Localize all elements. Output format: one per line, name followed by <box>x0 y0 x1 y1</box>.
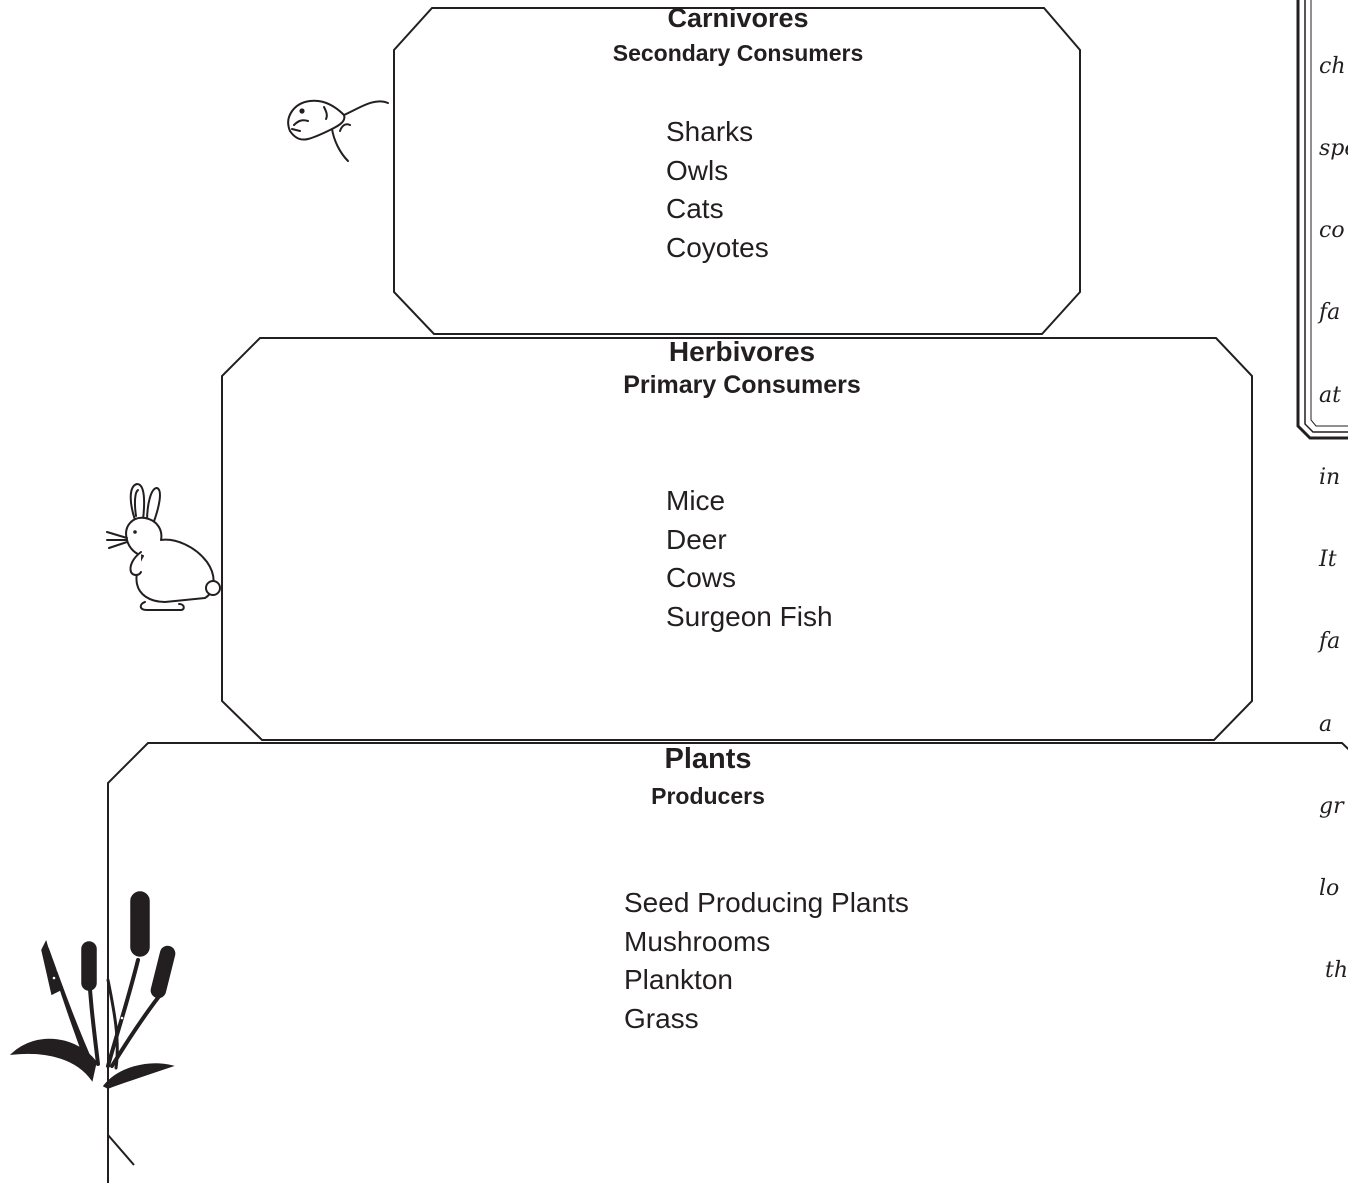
carnivores-subtitle: Secondary Consumers <box>612 40 864 66</box>
herbivores-list: Mice Deer Cows Surgeon Fish <box>666 482 833 636</box>
plants-panel-frame <box>107 742 1348 1183</box>
plants-panel: Plants Producers Seed Producing Plants M… <box>107 742 1348 1183</box>
plants-subtitle: Producers <box>651 783 765 809</box>
side-note-line: gr <box>1319 793 1344 819</box>
plants-list: Seed Producing Plants Mushrooms Plankton… <box>624 884 909 1038</box>
carnivores-item: Sharks <box>666 116 754 147</box>
herbivores-item: Cows <box>666 562 737 593</box>
plants-item: Grass <box>624 1002 699 1034</box>
herbivores-subtitle: Primary Consumers <box>623 371 861 399</box>
side-note-line: lo <box>1319 876 1340 901</box>
side-note-text: ch spe co fa at in It fa a gr lo th <box>1319 0 1348 1039</box>
carnivores-item: Cats <box>666 193 724 224</box>
plants-title: Plants <box>664 743 752 775</box>
carnivores-panel: Carnivores Secondary Consumers Sharks Ow… <box>393 3 1082 335</box>
side-note-line: It <box>1319 547 1337 573</box>
side-note-line: fa <box>1319 300 1341 326</box>
side-note-line: in <box>1319 464 1341 490</box>
herbivores-panel: Herbivores Primary Consumers Mice Deer C… <box>221 337 1254 741</box>
side-note-line: co <box>1319 218 1345 244</box>
cattail-plant-drawing <box>9 891 176 1089</box>
side-note-line: a <box>1319 711 1333 737</box>
herbivores-item: Surgeon Fish <box>666 600 833 632</box>
side-note-line: at <box>1319 382 1341 408</box>
side-note-frame <box>1296 0 1348 440</box>
carnivores-title: Carnivores <box>667 3 809 33</box>
herbivores-item: Deer <box>666 523 727 555</box>
rabbit-drawing <box>106 483 221 611</box>
plants-item: Seed Producing Plants <box>624 887 909 918</box>
carnivores-item: Owls <box>666 154 729 186</box>
carnivores-panel-frame <box>393 7 1081 335</box>
herbivores-item: Mice <box>666 485 726 516</box>
side-note-line: ch <box>1319 53 1346 79</box>
carnivores-item: Coyotes <box>666 231 769 263</box>
herbivores-panel-frame <box>221 337 1253 741</box>
side-note-line: fa <box>1319 629 1341 655</box>
side-note-line: th <box>1325 958 1348 984</box>
carnivores-list: Sharks Owls Cats Coyotes <box>666 113 769 267</box>
shark-drawing <box>287 99 389 162</box>
herbivores-title: Herbivores <box>668 336 816 367</box>
side-note-box: ch spe co fa at in It fa a gr lo th <box>1296 0 1348 983</box>
plants-item: Plankton <box>624 964 733 995</box>
side-note-line: spe <box>1319 136 1348 162</box>
plants-item: Mushrooms <box>624 925 771 957</box>
